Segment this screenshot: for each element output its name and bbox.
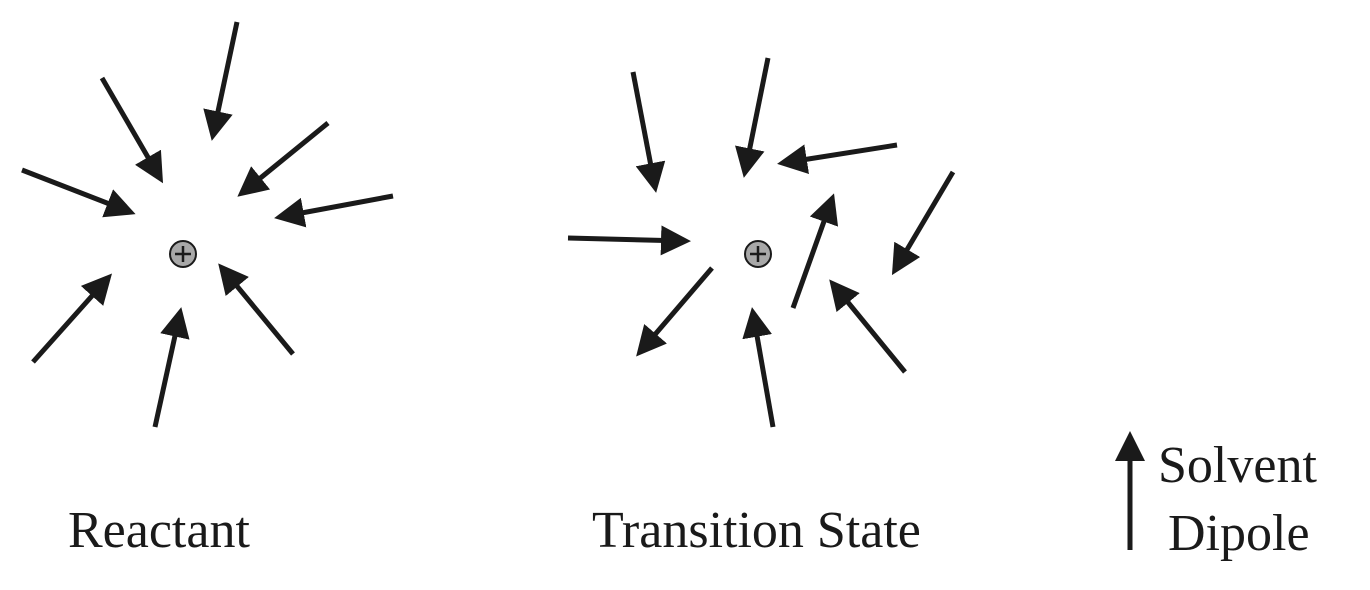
reactant-dipole-arrow-8 [218, 263, 295, 356]
transition-state-charge [744, 240, 772, 268]
ts-dipole-arrow-9 [829, 279, 907, 374]
ts-dipole-arrow-5 [567, 225, 691, 256]
reactant-panel [21, 21, 394, 428]
reactant-charge [169, 240, 197, 268]
ts-dipole-arrow-2 [735, 57, 771, 178]
ts-dipole-arrow-6 [790, 193, 839, 309]
ts-dipole-arrow-1 [630, 71, 666, 193]
transition-state-panel [567, 57, 956, 428]
reactant-dipole-arrow-4 [237, 121, 330, 197]
reactant-dipole-arrow-1 [203, 21, 240, 141]
reactant-label: Reactant [68, 502, 250, 559]
legend-label-dipole: Dipole [1168, 505, 1310, 562]
reactant-dipole-arrow-7 [152, 307, 190, 428]
ts-dipole-arrow-3 [777, 142, 898, 175]
ts-dipole-arrow-4 [891, 170, 956, 276]
reactant-dipole-arrow-2 [99, 76, 164, 184]
reactant-dipole-arrow-6 [31, 273, 112, 364]
reactant-dipole-arrow-3 [21, 167, 136, 218]
transition-state-label: Transition State [592, 502, 921, 559]
ts-dipole-arrow-7 [636, 266, 714, 357]
ts-dipole-arrow-8 [742, 307, 776, 428]
legend-label-solvent: Solvent [1158, 437, 1317, 494]
reactant-dipole-arrow-5 [274, 193, 394, 228]
